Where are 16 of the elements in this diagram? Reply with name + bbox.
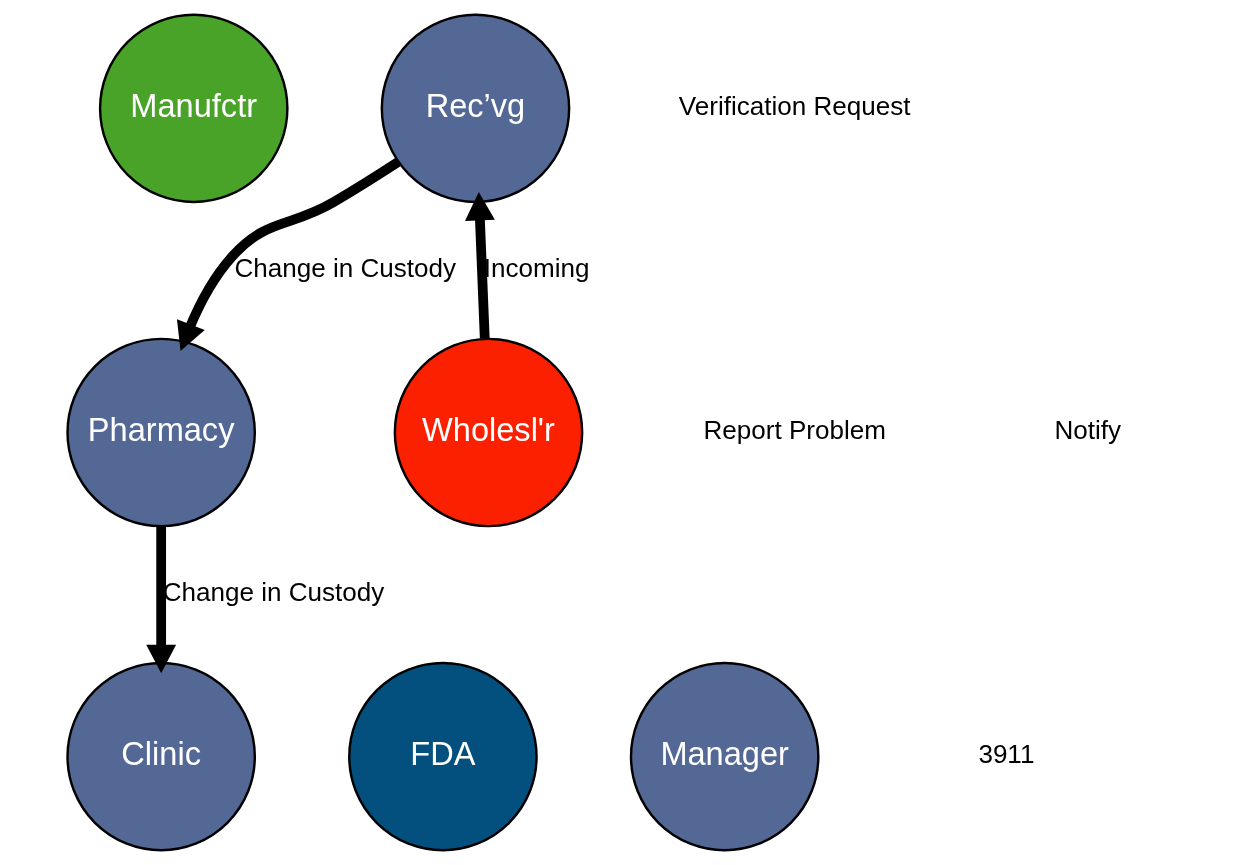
arrow <box>176 157 401 352</box>
edge-label: Change in Custody <box>233 252 456 283</box>
label: Verification Request <box>678 90 911 121</box>
node-circle: Manufctr <box>98 13 289 204</box>
node-circle: Rec’vg <box>380 13 570 204</box>
label: Report Problem <box>702 414 886 445</box>
node-circle: FDA <box>347 661 538 852</box>
arrow <box>145 526 176 674</box>
edge-label: Change in Custody <box>162 576 384 607</box>
node-circle: Clinic <box>65 661 256 852</box>
arrow <box>464 191 495 339</box>
node-circle: Manager <box>629 661 819 852</box>
label: 3911 <box>977 738 1034 769</box>
node-circle: Wholesl'r <box>393 337 583 528</box>
label: Notify <box>1054 414 1121 445</box>
node-circle: Pharmacy <box>65 337 256 528</box>
